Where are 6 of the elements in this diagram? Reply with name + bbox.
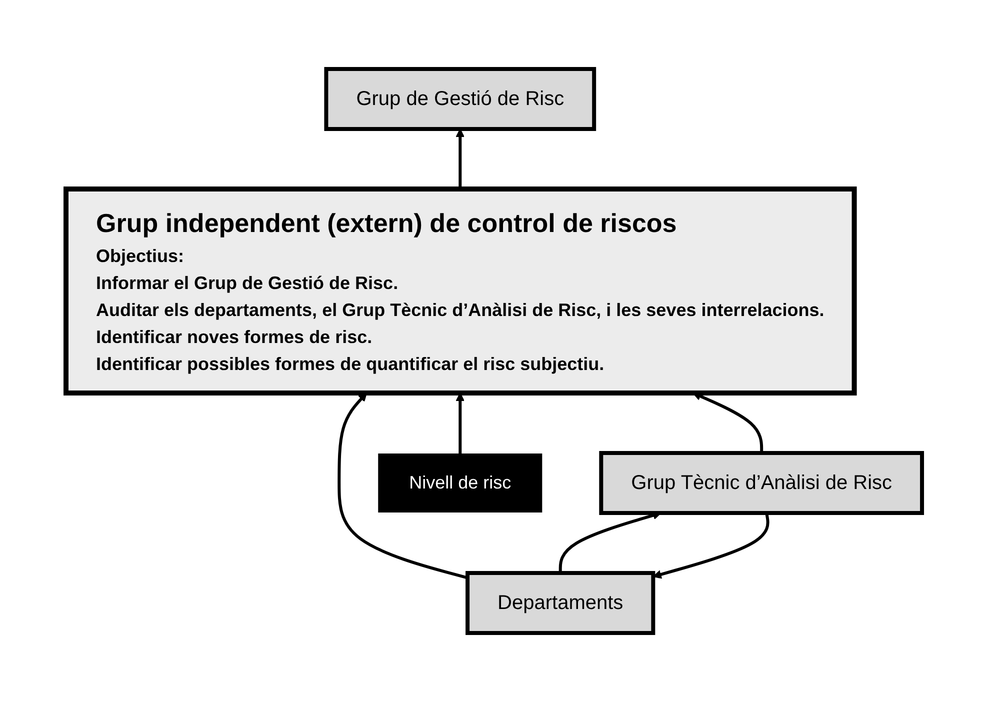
arrow xyxy=(456,128,465,188)
node-box: Grup independent (extern) de control de riscos Objectius: Informar el Grup de Gestió de Risc. Auditar els departaments, el Grup Tècnic d’Anàlisi de Risc, i les seves interrelacions. Identificar noves formes de risc. Identificar possibles formes de quantificar el risc subjectiu. xyxy=(63,186,857,395)
node-box: Grup Tècnic d’Anàlisi de Risc xyxy=(599,450,924,514)
node-box: Departaments xyxy=(466,570,656,634)
node-box: Nivell de risc xyxy=(378,453,542,512)
node-box: Grup de Gestió de Risc xyxy=(324,66,596,130)
